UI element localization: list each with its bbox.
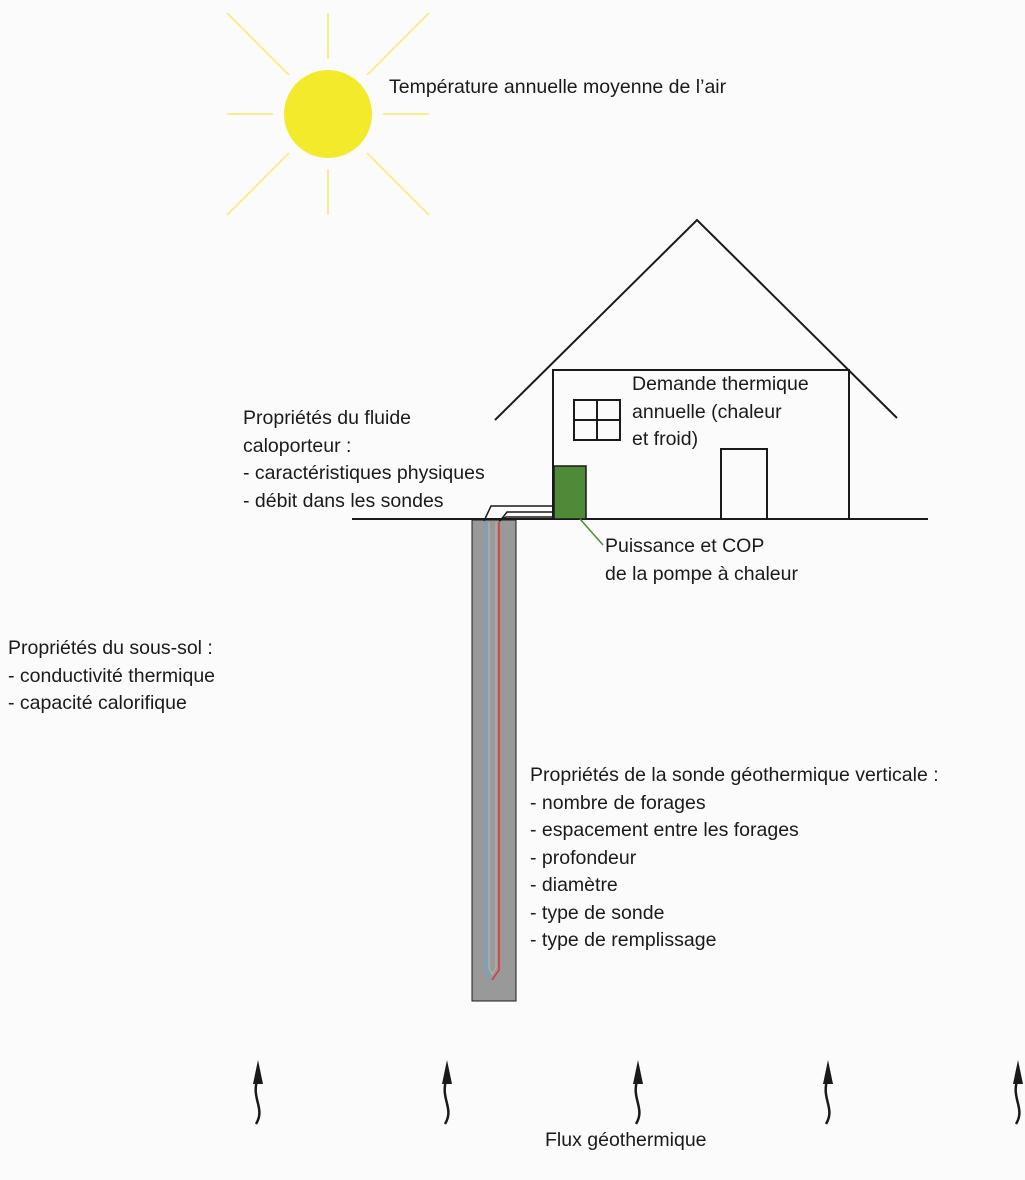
sun-ray xyxy=(226,12,290,76)
u-tube-probe xyxy=(485,522,500,981)
air-temperature-text: Température annuelle moyenne de l’air xyxy=(389,76,727,98)
borehole xyxy=(471,519,517,1002)
list-item: - conductivité thermique xyxy=(8,664,216,687)
wavy-up-arrow-icon xyxy=(1013,1060,1023,1125)
subsoil-title: Propriétés du sous-sol : xyxy=(8,637,213,659)
probe-pipe-inner xyxy=(488,522,497,975)
geothermal-flux-text: Flux géothermique xyxy=(545,1129,707,1151)
house-window xyxy=(573,399,621,441)
list-item: - type de remplissage xyxy=(530,929,717,951)
list-item: - profondeur xyxy=(530,846,637,869)
probe-properties-label: Propriétés de la sonde géothermique vert… xyxy=(530,762,939,955)
sun-rays xyxy=(226,12,430,216)
heat-pump-line: Puissance et COP xyxy=(605,535,765,557)
list-item: - capacité calorifique xyxy=(8,692,187,714)
sun-ray xyxy=(226,152,290,216)
thermal-demand-line: annuelle (chaleur xyxy=(632,400,782,423)
list-item: - caractéristiques physiques xyxy=(243,462,485,484)
air-temperature-label: Température annuelle moyenne de l’air xyxy=(389,74,726,102)
thermal-demand-line: et froid) xyxy=(632,428,699,450)
sun-ray xyxy=(366,152,430,216)
list-item: - espacement entre les forages xyxy=(530,819,799,841)
wavy-up-arrow-icon xyxy=(633,1060,643,1125)
heat-pump-leader-line xyxy=(579,518,604,546)
probe-pipe-hot xyxy=(491,522,500,981)
house-roof xyxy=(494,218,898,421)
geothermal-flux-label: Flux géothermique xyxy=(545,1127,707,1155)
geothermal-flux-arrows xyxy=(253,1060,1023,1125)
fluid-properties-list: - caractéristiques physiques - débit dan… xyxy=(243,460,485,515)
probe-title: Propriétés de la sonde géothermique vert… xyxy=(530,764,939,786)
sun-icon xyxy=(226,12,430,216)
list-item: - diamètre xyxy=(530,874,618,896)
subsoil-properties-list: - conductivité thermique - capacité calo… xyxy=(8,663,215,718)
fluid-title-line: Propriétés du fluide xyxy=(243,407,412,429)
fluid-title-line: caloporteur : xyxy=(243,434,352,457)
fluid-properties-label: Propriétés du fluide caloporteur : - car… xyxy=(243,405,485,515)
sun-disc xyxy=(284,70,372,158)
sun-ray xyxy=(366,12,430,76)
wavy-up-arrow-icon xyxy=(253,1060,263,1125)
probe-pipe-cold xyxy=(485,522,493,981)
list-item: - type de sonde xyxy=(530,901,665,924)
thermal-demand-line: Demande thermique xyxy=(632,373,809,395)
heat-pump-line: de la pompe à chaleur xyxy=(605,562,798,585)
heat-pump xyxy=(553,465,587,520)
list-item: - nombre de forages xyxy=(530,791,706,814)
house-door xyxy=(720,448,768,519)
wavy-up-arrow-icon xyxy=(823,1060,833,1125)
wavy-up-arrow-icon xyxy=(442,1060,452,1125)
probe-properties-list: - nombre de forages - espacement entre l… xyxy=(530,790,939,955)
subsoil-properties-label: Propriétés du sous-sol : - conductivité … xyxy=(8,635,215,718)
connection-pipes xyxy=(483,505,553,522)
thermal-demand-label: Demande thermique annuelle (chaleur et f… xyxy=(632,371,809,454)
heat-pump-label: Puissance et COP de la pompe à chaleur xyxy=(605,533,798,588)
list-item: - débit dans les sondes xyxy=(243,489,444,512)
